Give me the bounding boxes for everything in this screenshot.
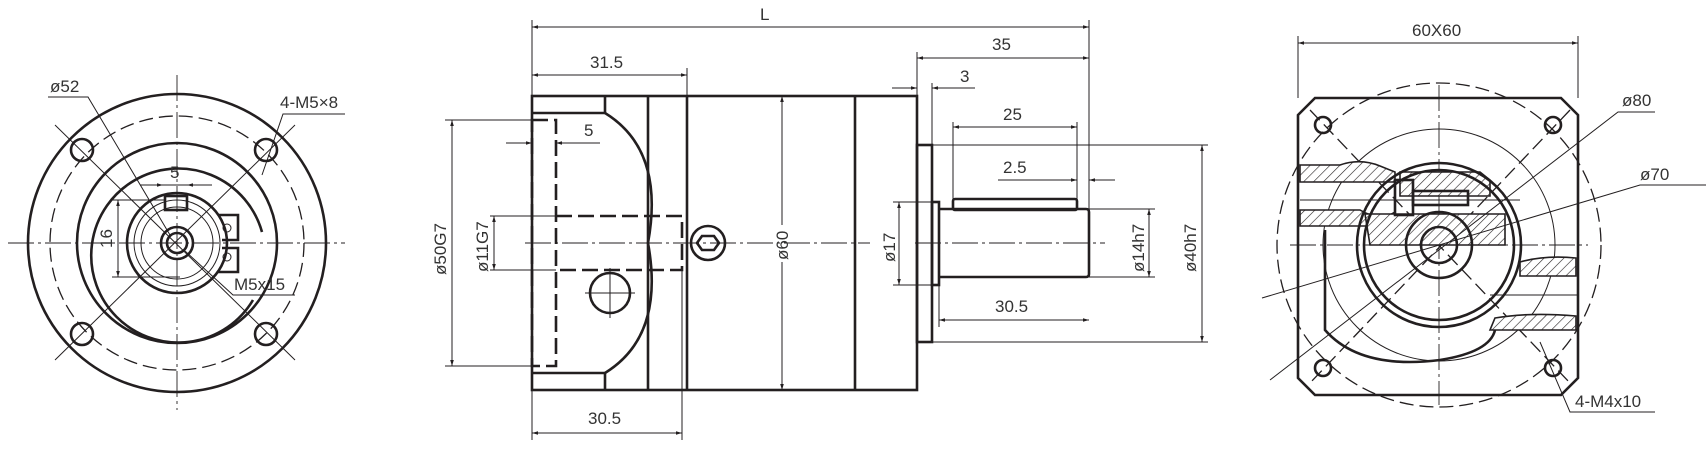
mount-hole bbox=[69, 321, 95, 347]
mount-hole bbox=[1313, 115, 1333, 135]
height-label: 16 bbox=[97, 229, 116, 248]
output-view: 60X60 ø80 ø70 4-M4x10 bbox=[1261, 21, 1706, 413]
shaft-length-label: 30.5 bbox=[995, 297, 1028, 316]
flange-thickness-label: 3 bbox=[960, 67, 969, 86]
output-length-label: 35 bbox=[992, 35, 1011, 54]
side-view: L 31.5 5 ø50G7 ø11G7 ø60 30.5 35 3 25 bbox=[431, 5, 1208, 440]
pcd-inner-label: ø70 bbox=[1640, 165, 1669, 184]
mount-hole bbox=[253, 321, 279, 347]
mount-hole bbox=[253, 137, 279, 163]
mount-hole bbox=[69, 137, 95, 163]
overall-length-label: L bbox=[760, 5, 769, 24]
pilot-dia-label: ø50G7 bbox=[431, 223, 450, 275]
mount-holes-label: 4-M4x10 bbox=[1575, 392, 1641, 411]
input-length-label: 31.5 bbox=[590, 53, 623, 72]
shaft-dia-label: ø14h7 bbox=[1129, 224, 1148, 272]
flange-dia-label: ø52 bbox=[50, 77, 79, 96]
mount-holes-label: 4-M5×8 bbox=[280, 93, 338, 112]
shoulder-dia-label: ø17 bbox=[880, 233, 899, 262]
mount-hole bbox=[1313, 358, 1333, 378]
input-bottom-label: 30.5 bbox=[588, 409, 621, 428]
spigot-dia-label: ø40h7 bbox=[1181, 224, 1200, 272]
recess-depth-label: 5 bbox=[584, 121, 593, 140]
body-dia-label: ø60 bbox=[773, 231, 792, 260]
mount-hole bbox=[1543, 358, 1563, 378]
mount-hole bbox=[1543, 115, 1563, 135]
pcd-outer-label: ø80 bbox=[1622, 91, 1651, 110]
front-view: 5 16 ø52 4-M5×8 M5x15 bbox=[8, 75, 345, 410]
key-width-label: 5 bbox=[170, 163, 179, 182]
key-length-label: 25 bbox=[1003, 105, 1022, 124]
input-bore-label: ø11G7 bbox=[473, 221, 492, 272]
clamp-screw-label: M5x15 bbox=[234, 275, 285, 294]
square-size-label: 60X60 bbox=[1412, 21, 1461, 40]
key-offset-label: 2.5 bbox=[1003, 158, 1027, 177]
